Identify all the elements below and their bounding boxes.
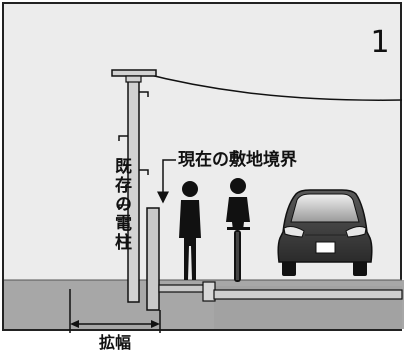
wall-block [202,281,216,302]
widening-label: 拡幅 [99,333,131,352]
panel-number: 1 [370,25,389,60]
boundary-label: 現在の敷地境界 [178,149,297,170]
boundary-post [146,207,160,311]
low-wall [158,284,205,293]
panel-frame [2,2,402,331]
widening-dimension [69,289,161,333]
pedestrian-silhouette [179,181,201,280]
boundary-leader-line [157,159,176,204]
curb [213,289,403,300]
cyclist-silhouette [226,178,250,282]
existing-utility-pole [111,69,157,303]
power-wire [137,71,403,101]
car [277,189,373,276]
existing-pole-label: 既存の電柱 [111,157,132,252]
